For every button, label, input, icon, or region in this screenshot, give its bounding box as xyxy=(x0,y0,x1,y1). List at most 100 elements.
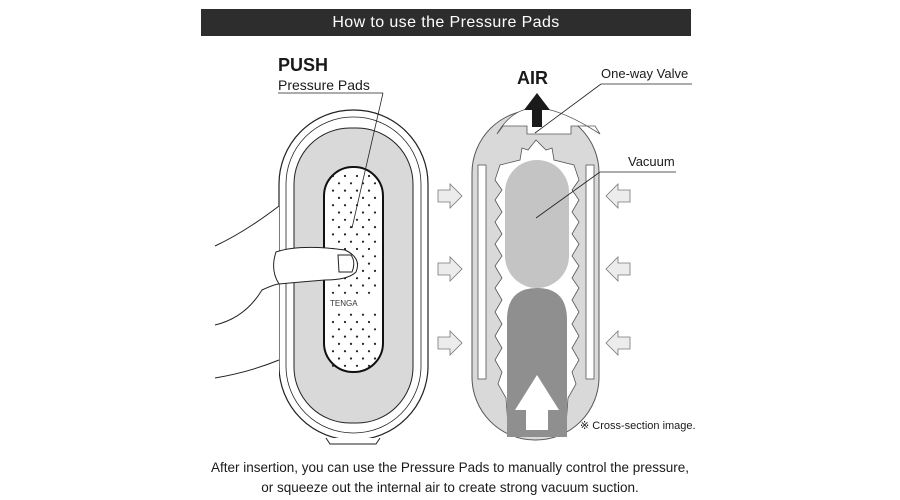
pad-dot xyxy=(349,226,353,229)
one-way-valve-label: One-way Valve xyxy=(601,66,689,81)
device-bottom-cap xyxy=(325,437,381,445)
pad-dot xyxy=(349,196,353,199)
device-cross-section xyxy=(471,107,601,441)
top-cap xyxy=(496,107,601,135)
thumbnail xyxy=(337,254,355,273)
pad-dot xyxy=(349,328,353,331)
pad-dot xyxy=(343,189,347,192)
pad-dot xyxy=(367,291,371,294)
pad-dot xyxy=(367,364,371,367)
pad-dot xyxy=(331,335,335,338)
arrow-left-icon xyxy=(605,256,631,282)
pad-dot xyxy=(331,291,335,294)
pad-dot xyxy=(349,313,353,316)
pad-dot xyxy=(343,335,347,338)
pad-dot xyxy=(373,240,377,243)
pad-dot xyxy=(337,182,341,185)
left-pad-wall xyxy=(477,164,487,380)
arrow-left-icon xyxy=(605,183,631,209)
pad-dot xyxy=(331,233,335,236)
pad-dot xyxy=(373,313,377,316)
pad-dot xyxy=(343,174,347,178)
pad-dot xyxy=(349,357,353,360)
pad-dot xyxy=(343,364,347,367)
pad-dot xyxy=(367,350,371,353)
air-label: AIR xyxy=(517,68,548,88)
pad-dot xyxy=(367,335,371,338)
thumb xyxy=(273,246,359,285)
pad-dot xyxy=(337,357,341,360)
pad-dot xyxy=(355,364,359,367)
pad-dot xyxy=(343,218,347,221)
pad-dot xyxy=(331,320,335,324)
pad-dot xyxy=(337,284,341,287)
pad-dot xyxy=(367,233,371,236)
tenga-logo: TENGA xyxy=(330,299,358,308)
pad-dot xyxy=(367,262,371,265)
pad-dot xyxy=(343,204,347,207)
pad-dot xyxy=(361,211,365,214)
pad-dot xyxy=(355,320,359,324)
pad-dot xyxy=(373,328,377,331)
pad-dot xyxy=(355,291,359,294)
right-pad-wall xyxy=(585,164,595,380)
pad-dot xyxy=(349,182,353,185)
title-bar: How to use the Pressure Pads xyxy=(201,9,691,36)
pad-dot xyxy=(343,350,347,353)
pad-dot xyxy=(367,218,371,221)
vacuum-label: Vacuum xyxy=(628,154,675,169)
pad-dot xyxy=(331,204,335,207)
pad-dot xyxy=(355,350,359,353)
arrow-right-icon xyxy=(437,256,463,282)
pad-dot xyxy=(361,357,365,360)
pad-dot xyxy=(373,211,377,214)
pad-dot xyxy=(361,255,365,258)
pad-dot xyxy=(373,182,377,185)
caption: After insertion, you can use the Pressur… xyxy=(200,458,700,498)
pad-dot xyxy=(373,357,377,360)
squeeze-arrows-right xyxy=(605,183,631,356)
arrow-left-icon xyxy=(605,330,631,356)
pad-dot xyxy=(373,226,377,229)
pad-dot xyxy=(367,320,371,324)
pad-dot xyxy=(361,240,365,243)
pad-dot xyxy=(355,174,359,178)
pressure-pads-label: Pressure Pads xyxy=(278,77,370,93)
pad-dot xyxy=(337,342,341,345)
pad-dot xyxy=(337,328,341,331)
pad-dot xyxy=(331,174,335,178)
pad-dot xyxy=(373,196,377,199)
pad-dot xyxy=(349,211,353,214)
pad-dot xyxy=(349,342,353,345)
air-out-arrow xyxy=(524,93,550,127)
arrow-right-icon xyxy=(437,183,463,209)
pressure-pad-dots xyxy=(331,174,377,367)
pad-dot xyxy=(331,189,335,192)
vacuum-leader-line xyxy=(535,171,601,219)
pad-dot xyxy=(361,313,365,316)
squeeze-arrows-left xyxy=(437,183,463,356)
pad-dot xyxy=(361,269,365,272)
pad-dot xyxy=(373,269,377,272)
pad-dot xyxy=(355,277,359,280)
pad-dot xyxy=(373,284,377,287)
pads-leader-line xyxy=(351,92,384,229)
pad-dot xyxy=(331,218,335,221)
pad-dot xyxy=(355,218,359,221)
pad-dot xyxy=(361,284,365,287)
pad-dot xyxy=(355,247,359,251)
pad-dot xyxy=(337,226,341,229)
pad-dot xyxy=(367,204,371,207)
pad-dot xyxy=(337,211,341,214)
pad-dot xyxy=(355,335,359,338)
pad-dot xyxy=(337,240,341,243)
pad-dot xyxy=(337,196,341,199)
valve-leader-line xyxy=(534,83,602,134)
pad-dot xyxy=(367,277,371,280)
pad-dot xyxy=(373,342,377,345)
pad-dot xyxy=(367,174,371,178)
page-title: How to use the Pressure Pads xyxy=(332,13,560,31)
pad-dot xyxy=(355,233,359,236)
arrow-right-icon xyxy=(437,330,463,356)
